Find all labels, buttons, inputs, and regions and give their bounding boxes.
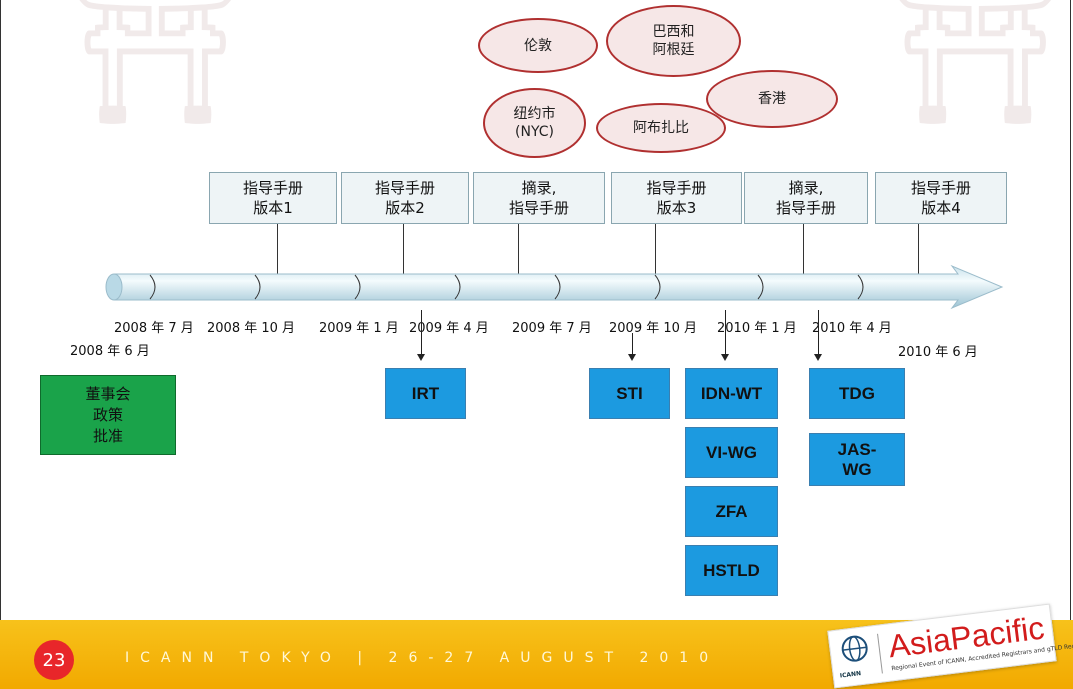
connector-line [403,224,404,276]
connector-line [518,224,519,276]
group-jas-wg: JAS- WG [809,433,905,486]
arrow-irt [421,310,422,356]
guidebook-v2-box: 指导手册 版本2 [341,172,469,224]
board-policy-approval-box: 董事会 政策 批准 [40,375,176,455]
arrow-down-icon [814,354,822,361]
date-label: 2008 年 7 月 [114,321,194,336]
slide-frame [0,0,1071,620]
background-watermark: ⛩ [880,0,1071,135]
group-zfa: ZFA [685,486,778,537]
guidebook-excerpt-box: 摘录, 指导手册 [473,172,605,224]
guidebook-v1-box: 指导手册 版本1 [209,172,337,224]
start-date-label: 2008 年 6 月 [70,344,150,359]
end-date-label: 2010 年 6 月 [898,345,978,360]
city-hong-kong: 香港 [706,70,838,128]
date-label: 2008 年 10 月 [207,321,296,336]
guidebook-excerpt-box: 摘录, 指导手册 [744,172,868,224]
city-london: 伦敦 [478,18,598,73]
slide-number-badge: 23 [34,640,74,680]
group-irt: IRT [385,368,466,419]
background-watermark: ⛩ [60,0,251,135]
arrow-down-icon [417,354,425,361]
connector-line [918,224,919,276]
connector-line [803,224,804,276]
date-label: 2009 年 7 月 [512,321,592,336]
connector-line [277,224,278,276]
asiapacific-logo: ICANN AsiaPacific Regional Event of ICAN… [827,603,1073,689]
guidebook-v3-box: 指导手册 版本3 [611,172,742,224]
arrow-sti [632,333,633,356]
arrow-down-icon [721,354,729,361]
date-label: 2009 年 4 月 [409,321,489,336]
group-vi-wg: VI-WG [685,427,778,478]
timeline-arrow [105,264,1004,310]
city-nyc: 纽约市 (NYC) [483,88,586,158]
connector-line [655,224,656,276]
city-brazil-argentina: 巴西和 阿根廷 [606,5,741,77]
event-banner-text: ICANN TOKYO | 26-27 AUGUST 2010 [125,650,720,666]
arrow-idn-wt [725,310,726,356]
arrow-down-icon [628,354,636,361]
globe-icon [841,635,868,662]
date-label: 2009 年 1 月 [319,321,399,336]
arrow-tdg [818,310,819,356]
guidebook-v4-box: 指导手册 版本4 [875,172,1007,224]
city-abu-dhabi: 阿布扎比 [596,103,726,153]
group-hstld: HSTLD [685,545,778,596]
group-tdg: TDG [809,368,905,419]
date-label: 2010 年 1 月 [717,321,797,336]
group-idn-wt: IDN-WT [685,368,778,419]
date-label: 2010 年 4 月 [812,321,892,336]
logo-divider [877,633,883,674]
logo-icon-label: ICANN [839,670,862,680]
group-sti: STI [589,368,670,419]
date-label: 2009 年 10 月 [609,321,698,336]
